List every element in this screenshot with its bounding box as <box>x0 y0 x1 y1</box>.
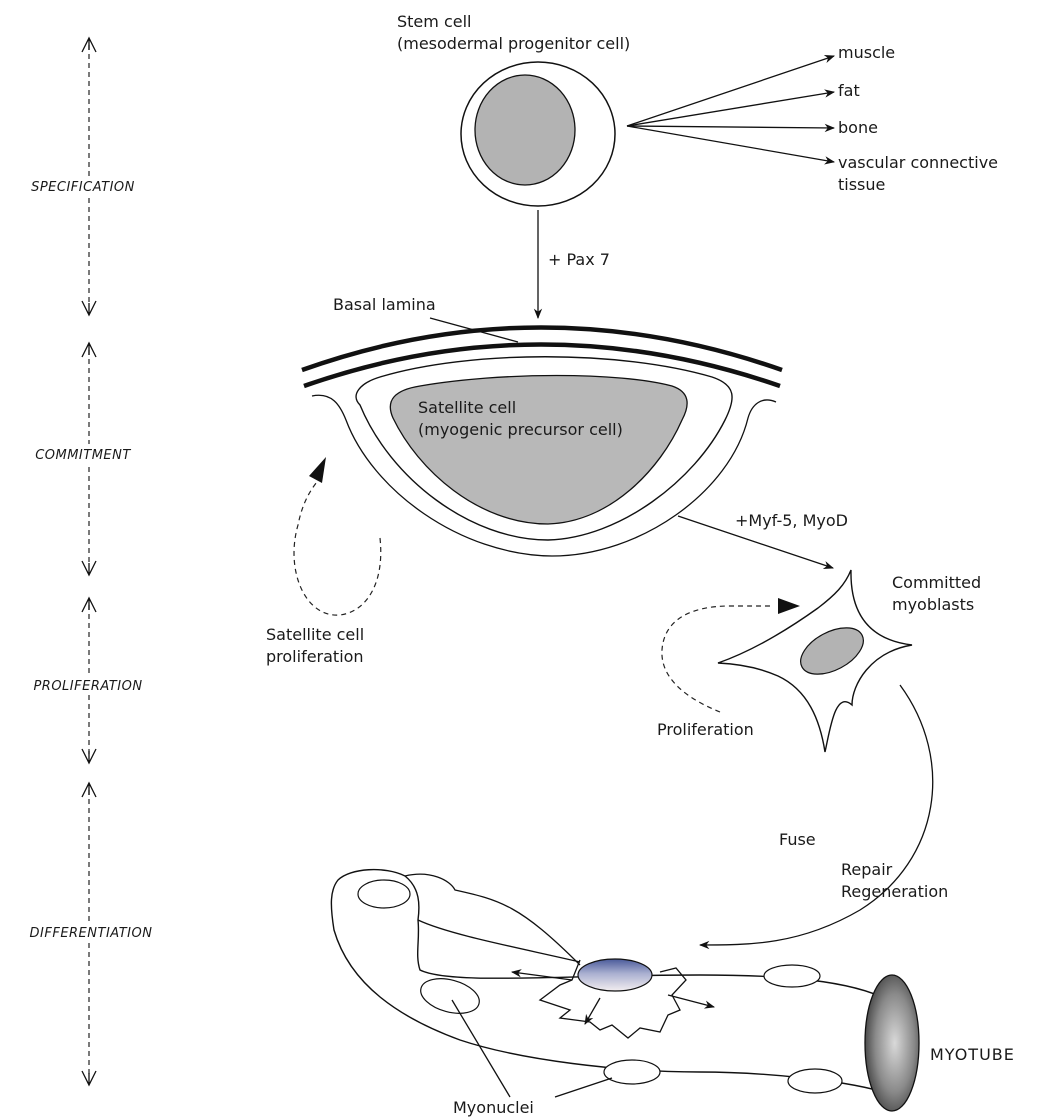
myonuclei-label: Myonuclei <box>453 1098 534 1117</box>
satellite-proliferation-label: Satellite cell <box>266 625 364 644</box>
stem-cell-nucleus <box>475 75 575 185</box>
timeline-down-tick-icon <box>82 1071 96 1085</box>
pax7-label: + Pax 7 <box>548 250 610 269</box>
satellite-proliferation-loop <box>294 478 381 615</box>
myf5-label: +Myf-5, MyoD <box>735 511 848 530</box>
myoblast-loop-arrowhead-icon <box>778 598 800 614</box>
stem-cell: Stem cell (mesodermal progenitor cell) <box>397 12 630 206</box>
committed-label-line2: myoblasts <box>892 595 974 614</box>
fused-myoblast-nucleus <box>578 959 652 991</box>
stage-timeline: SPECIFICATION COMMITMENT PROLIFERATION D… <box>4 38 176 1085</box>
arrow-to-fat <box>627 92 834 126</box>
myotube-top-edge <box>405 874 580 965</box>
satellite-cell-sublabel: (myogenic precursor cell) <box>418 420 623 439</box>
arrow-to-muscle <box>627 56 834 126</box>
myonucleus <box>764 965 820 987</box>
myonucleus <box>788 1069 842 1093</box>
timeline-down-tick-icon <box>82 749 96 763</box>
committed-label: Committed <box>892 573 981 592</box>
committed-myoblast: Committed myoblasts <box>718 570 981 752</box>
myonuclei-pointer <box>555 1078 612 1097</box>
timeline-up-tick-icon <box>82 598 96 612</box>
fate-bone-label: bone <box>838 118 878 137</box>
repair-label: Repair <box>841 860 893 879</box>
fuse-label: Fuse <box>779 830 816 849</box>
satellite-cell-label: Satellite cell <box>418 398 516 417</box>
myonucleus <box>604 1060 660 1084</box>
timeline-up-tick-icon <box>82 783 96 797</box>
myotube-end-cap <box>865 975 919 1111</box>
timeline-down-tick-icon <box>82 561 96 575</box>
myonucleus <box>358 880 410 908</box>
stem-cell-sublabel: (mesodermal progenitor cell) <box>397 34 630 53</box>
arrow-to-vascular <box>627 126 834 162</box>
timeline-up-tick-icon <box>82 38 96 52</box>
fate-arrows: muscle fat bone vascular connective tiss… <box>627 43 998 194</box>
regeneration-label: Regeneration <box>841 882 948 901</box>
fate-vascular-label: vascular connective <box>838 153 998 172</box>
satellite-proliferation-label-line2: proliferation <box>266 647 364 666</box>
fate-muscle-label: muscle <box>838 43 895 62</box>
basal-lamina-label: Basal lamina <box>333 295 436 314</box>
fate-vascular-label-line2: tissue <box>838 175 885 194</box>
timeline-down-tick-icon <box>82 301 96 315</box>
arrow-to-bone <box>627 126 834 128</box>
timeline-up-tick-icon <box>82 343 96 357</box>
myotube-label: MYOTUBE <box>930 1045 1015 1064</box>
stage-label-differentiation: DIFFERENTIATION <box>30 926 153 941</box>
stage-label-commitment: COMMITMENT <box>35 448 131 463</box>
myotube <box>331 870 919 1111</box>
stem-cell-label: Stem cell <box>397 12 471 31</box>
proliferation-label: Proliferation <box>657 720 754 739</box>
fate-fat-label: fat <box>838 81 860 100</box>
satellite-niche: Basal lamina Satellite cell (myogenic pr… <box>302 295 782 556</box>
stage-label-proliferation: PROLIFERATION <box>33 679 142 694</box>
satellite-loop-arrowhead-icon <box>309 457 326 483</box>
stage-label-specification: SPECIFICATION <box>31 180 135 195</box>
